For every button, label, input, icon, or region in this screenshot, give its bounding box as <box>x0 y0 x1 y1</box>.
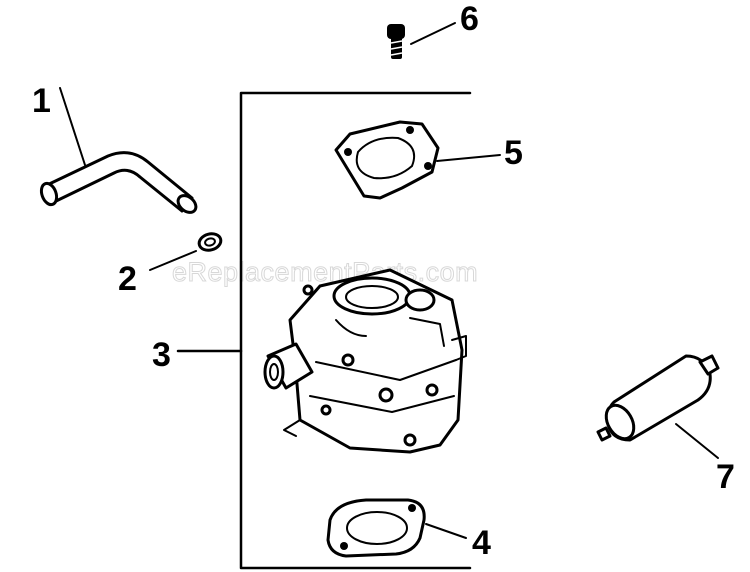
part-screw-6 <box>387 22 456 59</box>
part-gasket-5 <box>334 120 501 200</box>
callout-3: 3 <box>152 336 171 374</box>
part-clamp-2 <box>149 232 223 271</box>
part-filter-7 <box>596 354 720 459</box>
callout-1: 1 <box>32 82 51 120</box>
callout-5: 5 <box>504 134 523 172</box>
callout-7: 7 <box>716 458 735 496</box>
part-carburetor-3 <box>263 268 467 454</box>
part-gasket-4 <box>326 498 467 558</box>
callout-6: 6 <box>460 0 479 38</box>
callout-4: 4 <box>472 524 491 562</box>
callout-2: 2 <box>118 260 137 298</box>
part-hose-1 <box>39 87 198 214</box>
watermark-text: eReplacementParts.com <box>172 257 478 287</box>
assembly-bracket <box>176 91 472 570</box>
